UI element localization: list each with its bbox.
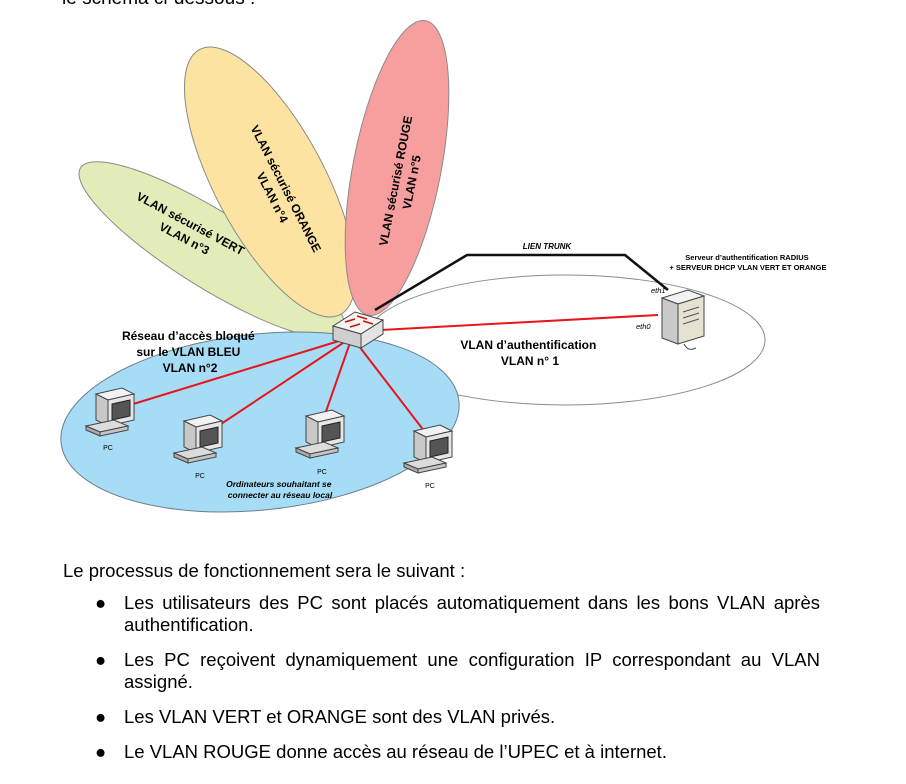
eth0-label: eth0 bbox=[636, 322, 651, 331]
server-label: Serveur d’authentification RADIUS + SERV… bbox=[669, 253, 826, 272]
vlan-auth-label: VLAN d’authentification VLAN n° 1 bbox=[460, 338, 599, 368]
trunk-label: LIEN TRUNK bbox=[523, 242, 573, 251]
switch-icon bbox=[331, 311, 385, 349]
list-item: ●Les PC reçoivent dynamiquement une conf… bbox=[95, 649, 820, 692]
list-item: ●Les VLAN VERT et ORANGE sont des VLAN p… bbox=[95, 706, 556, 727]
bullet-icon: ● bbox=[95, 592, 107, 613]
eth1-label: eth1 bbox=[651, 286, 666, 295]
vlan-links bbox=[129, 314, 659, 437]
pc-label: PC bbox=[317, 469, 327, 476]
vlan-bleu-area bbox=[60, 331, 460, 513]
trunk-link bbox=[374, 253, 669, 312]
pc-label: PC bbox=[195, 473, 205, 480]
list-item: ●Les utilisateurs des PC sont placés aut… bbox=[95, 592, 820, 635]
process-list: ●Les utilisateurs des PC sont placés aut… bbox=[95, 592, 820, 776]
bullet-icon: ● bbox=[95, 741, 107, 762]
server-icon bbox=[660, 289, 706, 350]
list-item: ●Le VLAN ROUGE donne accès au réseau de … bbox=[95, 741, 667, 762]
pc-label: PC bbox=[425, 483, 435, 490]
process-intro: Le processus de fonctionnement sera le s… bbox=[63, 560, 466, 581]
cut-off-text: le schéma ci-dessous : bbox=[62, 0, 255, 10]
vlan-rouge-area bbox=[344, 20, 450, 316]
bullet-icon: ● bbox=[95, 649, 107, 670]
computers-caption: Ordinateurs souhaitant se connecter au r… bbox=[226, 479, 334, 500]
vlan-orange-area bbox=[183, 46, 357, 318]
pc-label: PC bbox=[103, 445, 113, 452]
bullet-icon: ● bbox=[95, 706, 107, 727]
vlan-network-diagram: VLAN sécurisé VERT VLAN n°3 VLAN sécuris… bbox=[60, 20, 827, 513]
vlan-bleu-label: Réseau d’accès bloqué sur le VLAN BLEU V… bbox=[122, 329, 258, 375]
